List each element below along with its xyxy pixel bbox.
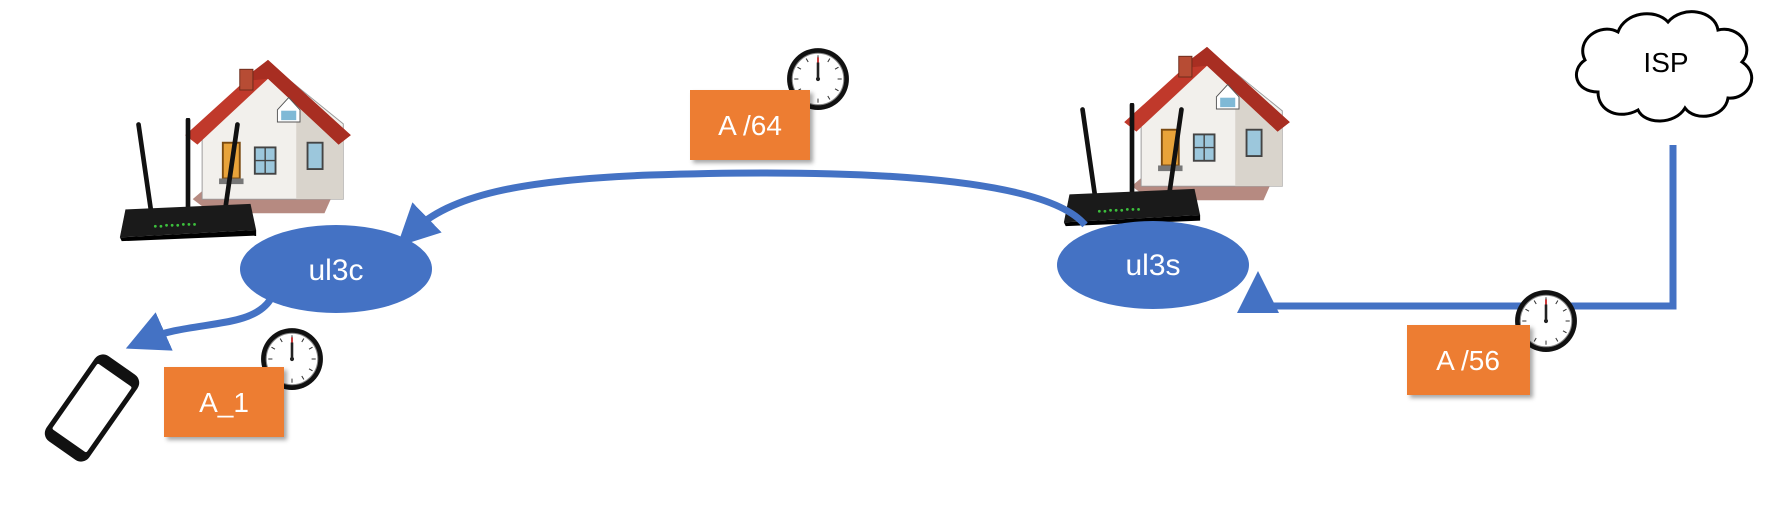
ul3s-label: ul3s	[1125, 249, 1180, 282]
house-icon-right	[1123, 45, 1291, 202]
svg-text:A /64: A /64	[718, 110, 782, 141]
svg-text:A_1: A_1	[199, 387, 249, 418]
prefix-label-56: A /56	[1407, 325, 1530, 395]
house-icon-left	[184, 58, 352, 215]
arrow-ul3c-to-phone	[125, 297, 273, 351]
arrow-isp-to-ul3s	[1237, 145, 1677, 313]
svg-text:A /56: A /56	[1436, 345, 1500, 376]
isp-label: ISP	[1643, 47, 1688, 78]
smartphone-icon	[44, 354, 140, 462]
ul3c-label: ul3c	[308, 254, 363, 287]
ul3c-node: ul3c	[240, 225, 432, 313]
prefix-label-a1: A_1	[164, 367, 284, 437]
ul3s-node: ul3s	[1057, 221, 1249, 309]
isp-cloud: ISP	[1574, 10, 1754, 123]
arrow-ul3s-to-ul3c	[396, 169, 1088, 247]
prefix-label-64: A /64	[690, 90, 810, 160]
cloud-icon	[1574, 10, 1754, 123]
